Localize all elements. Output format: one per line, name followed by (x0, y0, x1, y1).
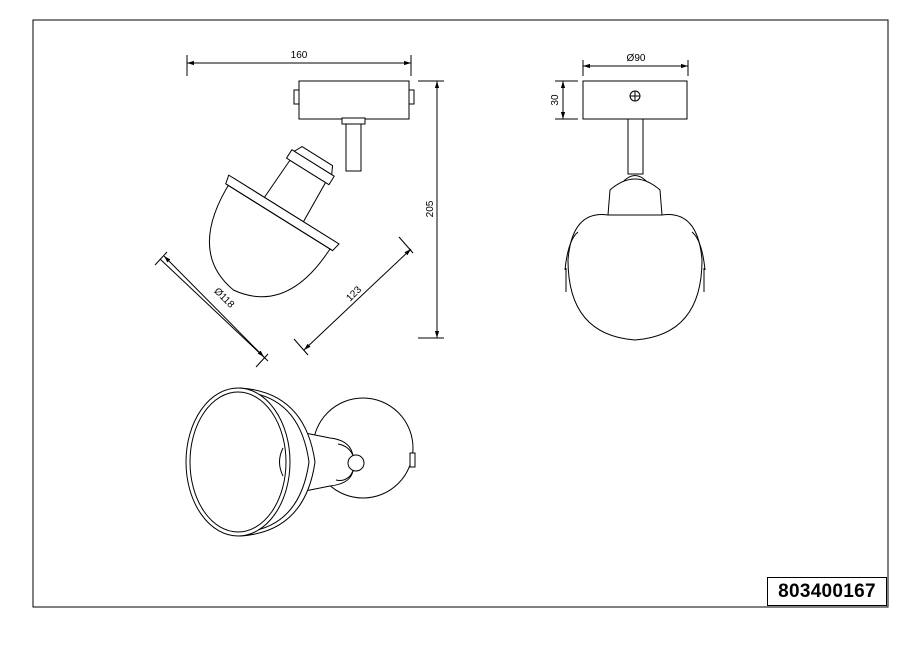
dim-base-diameter: Ø90 (627, 53, 646, 64)
front-view (555, 60, 706, 341)
side-base (298, 80, 410, 120)
dim-height-total: 205 (425, 200, 436, 217)
side-stem (345, 118, 362, 172)
dim-width-total: 160 (291, 50, 308, 61)
side-view (154, 55, 444, 368)
drawing-border (32, 19, 889, 608)
dim-shade-length: 123 (344, 284, 364, 304)
product-code: 803400167 (767, 577, 887, 606)
dim-base-height: 30 (550, 94, 561, 106)
top-shade-opening (185, 387, 291, 537)
top-view (185, 387, 416, 537)
